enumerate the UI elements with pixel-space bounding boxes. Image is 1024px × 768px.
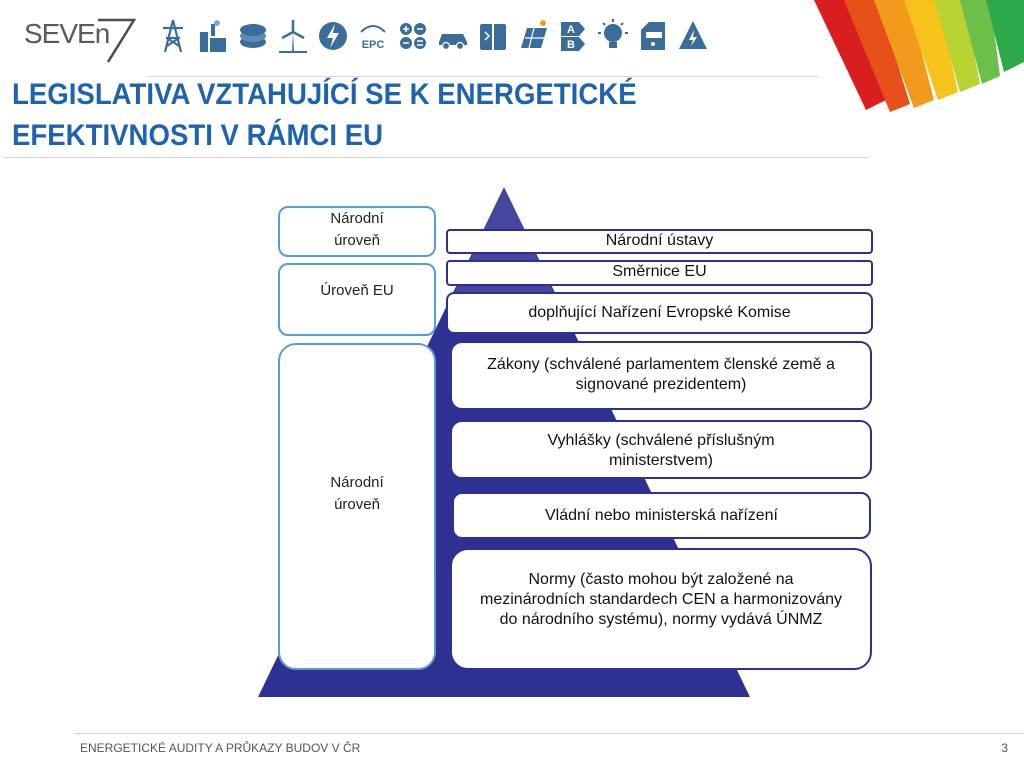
level-label-national: Národní úroveň — [330, 474, 384, 513]
tier-label: Zákony (schválené parlamentem členské ze… — [487, 356, 835, 393]
level-label-national-top: Národní úroveň — [330, 210, 384, 249]
calculator-icon — [396, 16, 430, 56]
rainbow-wedges-decoration — [814, 0, 1024, 112]
page-number: 3 — [1001, 741, 1008, 755]
tier-standards: Normy (často mohou být založené na mezin… — [450, 548, 872, 670]
lightning-icon — [316, 16, 350, 56]
header-divider — [148, 76, 818, 77]
car-icon — [436, 16, 470, 56]
level-label-eu: Úroveň EU — [320, 282, 394, 299]
epc-icon: EPC — [356, 16, 390, 56]
tier-eu-directives: Směrnice EU — [446, 260, 873, 286]
tier-commission-regulations: doplňující Nařízení Evropské Komise — [446, 292, 873, 334]
level-box-national-top: Národní úroveň — [278, 206, 436, 257]
solar-panel-icon — [516, 16, 550, 56]
logo-seven-mark — [98, 18, 137, 63]
svg-text:A: A — [567, 24, 575, 36]
seven-logo: SEVEn — [24, 14, 137, 66]
level-box-national: Národní úroveň — [278, 343, 436, 670]
page-title-line-1: LEGISLATIVA VZTAHUJÍCÍ SE K ENERGETICKÉ — [12, 78, 637, 111]
title-divider — [4, 157, 868, 158]
level-box-eu: Úroveň EU — [278, 263, 436, 336]
tier-label: Normy (často mohou být založené na mezin… — [480, 571, 842, 628]
wind-turbine-icon — [276, 16, 310, 56]
tier-national-constitutions: Národní ústavy — [446, 229, 873, 254]
meter-icon — [636, 16, 670, 56]
tier-decrees: Vyhlášky (schválené příslušným ministers… — [450, 420, 872, 479]
tier-government-regulations: Vládní nebo ministerská nařízení — [452, 492, 871, 539]
warning-icon — [676, 16, 710, 56]
page-title-line-2: EFEKTIVNOSTI V RÁMCI EU — [12, 119, 384, 152]
footer-text: ENERGETICKÉ AUDITY A PRŮKAZY BUDOV V ČR — [80, 741, 361, 755]
epc-label: EPC — [362, 39, 385, 51]
tier-label: Vládní nebo ministerská nařízení — [544, 506, 778, 524]
tier-label: Vyhlášky (schválené příslušným ministers… — [547, 432, 775, 469]
svg-text:B: B — [567, 39, 575, 51]
tier-laws: Zákony (schválené parlamentem členské ze… — [450, 341, 872, 410]
tier-label: doplňující Nařízení Evropské Komise — [528, 304, 791, 321]
power-pylon-icon — [156, 16, 190, 56]
tier-label: Směrnice EU — [612, 263, 707, 280]
footer-divider — [74, 733, 1024, 734]
factory-icon — [196, 16, 230, 56]
coins-icon — [236, 16, 270, 56]
page-title: LEGISLATIVA VZTAHUJÍCÍ SE K ENERGETICKÉ … — [12, 74, 766, 156]
lightbulb-icon — [596, 16, 630, 56]
book-icon — [476, 16, 510, 56]
tier-label: Národní ústavy — [605, 232, 714, 249]
logo-text: SEVEn — [24, 18, 110, 49]
